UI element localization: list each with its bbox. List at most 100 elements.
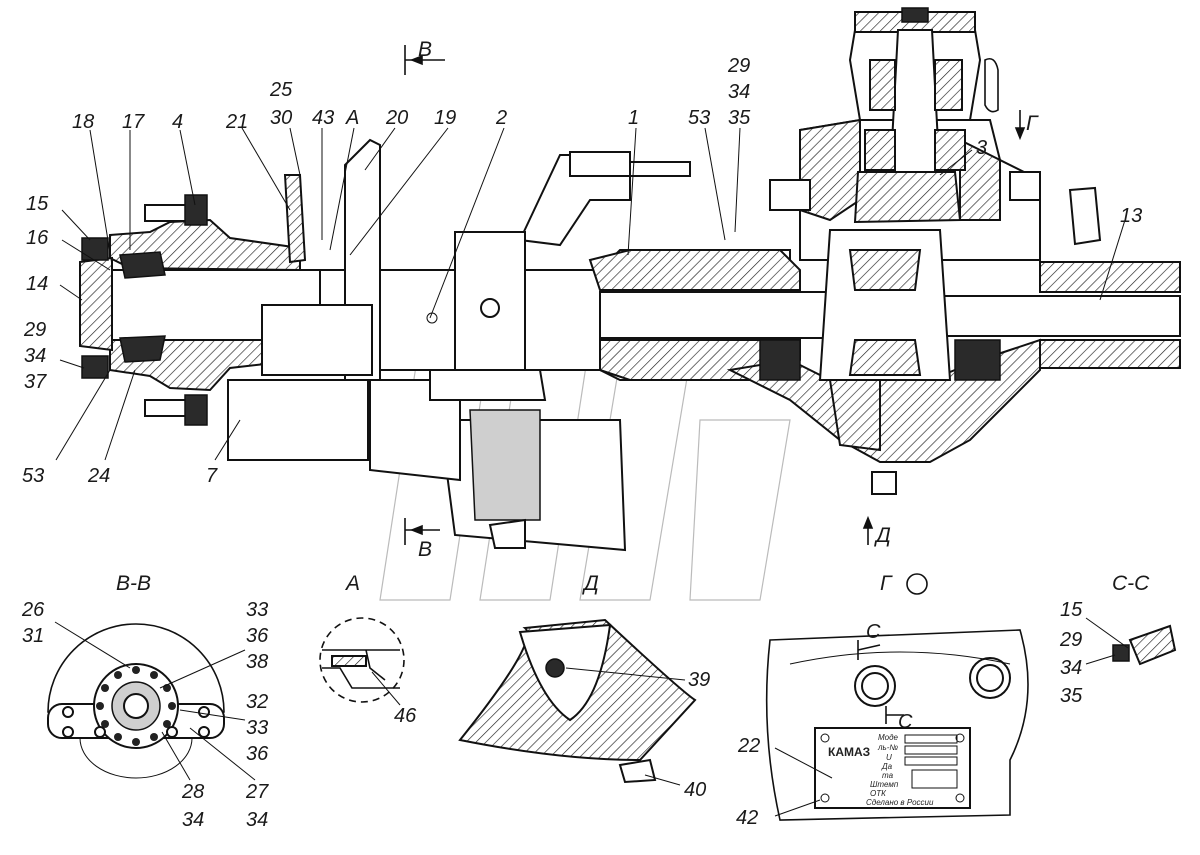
label-B-top: В: [418, 38, 432, 61]
view-cc-leaders: [1085, 617, 1129, 665]
label-30: 30: [270, 107, 292, 129]
plate-brand: КАМАЗ: [828, 745, 870, 759]
bb-bolt-circle: [96, 666, 176, 746]
view-a-line-lower: [322, 667, 400, 689]
pinion-bearing-lower-right: [934, 129, 966, 171]
view-bb: В-В 26 31 33 36 38 32 33: [21, 572, 269, 831]
view-d-label-40: 40: [684, 779, 706, 801]
label-37: 37: [24, 371, 47, 393]
plate-line: Да: [881, 762, 893, 771]
bb-label-26: 26: [21, 599, 45, 621]
view-a-detail-circle: [319, 617, 405, 703]
label-20: 20: [385, 107, 408, 129]
view-a-title: А: [344, 572, 360, 595]
plate-line: ОТК: [870, 789, 887, 798]
bearing-17: [119, 251, 166, 279]
view-g-nut-right: [976, 664, 1004, 692]
spider-gears-lower: [848, 339, 922, 376]
label-35a: 35: [728, 107, 751, 129]
view-g-label-C1: С: [866, 621, 881, 643]
bb-label-36a: 36: [246, 625, 269, 647]
right-side-bearing: [954, 339, 1001, 381]
left-housing-upper: [588, 249, 801, 291]
plate-rivet: [955, 793, 965, 803]
leader-lines-main: [55, 127, 1126, 461]
view-cc-label-35: 35: [1060, 685, 1083, 707]
ring-gear: [828, 379, 881, 452]
view-g-title: Г: [880, 572, 893, 595]
chamber-rings: [469, 409, 541, 521]
view-cc-nut: [1112, 644, 1130, 662]
view-bb-title: В-В: [116, 572, 151, 595]
bb-lower-arc: [79, 737, 193, 779]
label-G-arrow: Г: [1026, 112, 1039, 135]
view-d: Д 39 40: [458, 572, 710, 801]
label-16: 16: [26, 227, 49, 249]
label-13: 13: [1120, 205, 1142, 227]
view-cc-label-29: 29: [1059, 629, 1082, 651]
label-29b: 29: [23, 319, 46, 341]
bb-label-33b: 33: [246, 717, 268, 739]
pinion-bearing-left: [869, 59, 896, 111]
view-g-nut-left: [861, 672, 889, 700]
pinion-bearing-lower-left: [864, 129, 896, 171]
plate-line: Сделано в России: [866, 798, 934, 807]
bracket-top: [569, 151, 631, 177]
pinion-shaft: [888, 29, 942, 181]
view-a-leader: [371, 671, 401, 706]
view-a-lip: [365, 649, 386, 681]
bb-label-32: 32: [246, 691, 268, 713]
suspension-bracket: [518, 154, 631, 247]
label-3: 3: [976, 137, 987, 159]
section-markers: [404, 45, 1026, 545]
chamber-clamp: [429, 369, 547, 401]
label-53b: 53: [22, 465, 44, 487]
chamber-outlet: [488, 518, 526, 549]
label-B-bottom: В: [418, 538, 432, 561]
bearing-24: [119, 335, 166, 363]
label-25: 25: [269, 79, 293, 101]
label-14: 14: [26, 273, 48, 295]
view-d-leader-39: [565, 667, 686, 681]
view-g-label-42: 42: [736, 807, 758, 829]
label-2: 2: [495, 107, 507, 129]
stud-nut-upper: [184, 194, 208, 226]
view-g-leader-42: [774, 799, 821, 817]
side-cover: [1068, 186, 1102, 246]
bb-label-27: 27: [245, 781, 269, 803]
left-side-bearing: [759, 339, 801, 381]
view-d-title: Д: [582, 572, 599, 595]
stud-nut-lower: [184, 394, 208, 426]
bb-hub-bore: [123, 693, 149, 719]
drive-gear-3: [853, 171, 962, 224]
plate-line: та: [882, 771, 894, 780]
right-bolt-boss: [1009, 171, 1041, 201]
view-d-leader-40: [644, 774, 681, 786]
label-17: 17: [122, 111, 145, 133]
kamaz-nameplate: [814, 727, 971, 809]
plate-line: U: [886, 753, 892, 762]
pinion-nut: [901, 7, 929, 23]
view-g-leader-22: [774, 747, 833, 779]
right-axle-tube-lower: [1039, 339, 1181, 369]
view-g-contour: [789, 651, 1011, 665]
label-4: 4: [172, 111, 183, 133]
view-a-label-46: 46: [394, 705, 417, 727]
bb-leaders: [54, 621, 256, 781]
bb-shield: [47, 623, 225, 713]
bb-label-33a: 33: [246, 599, 268, 621]
bb-label-38: 38: [246, 651, 268, 673]
plate-rivet: [955, 733, 965, 743]
plate-line: Штемп: [870, 780, 899, 789]
plate-rivet: [820, 793, 830, 803]
bb-label-34b: 34: [246, 809, 268, 831]
view-cc-label-15: 15: [1060, 599, 1083, 621]
left-bolt-boss: [769, 179, 811, 211]
view-g-label-22: 22: [737, 735, 760, 757]
plate-fields: [904, 734, 958, 789]
brake-shield-21: [283, 174, 307, 264]
hub-cap-14: [79, 256, 113, 352]
view-cc: С-С 15 29 34 35: [1059, 572, 1177, 707]
view-cc-title: С-С: [1112, 572, 1150, 595]
